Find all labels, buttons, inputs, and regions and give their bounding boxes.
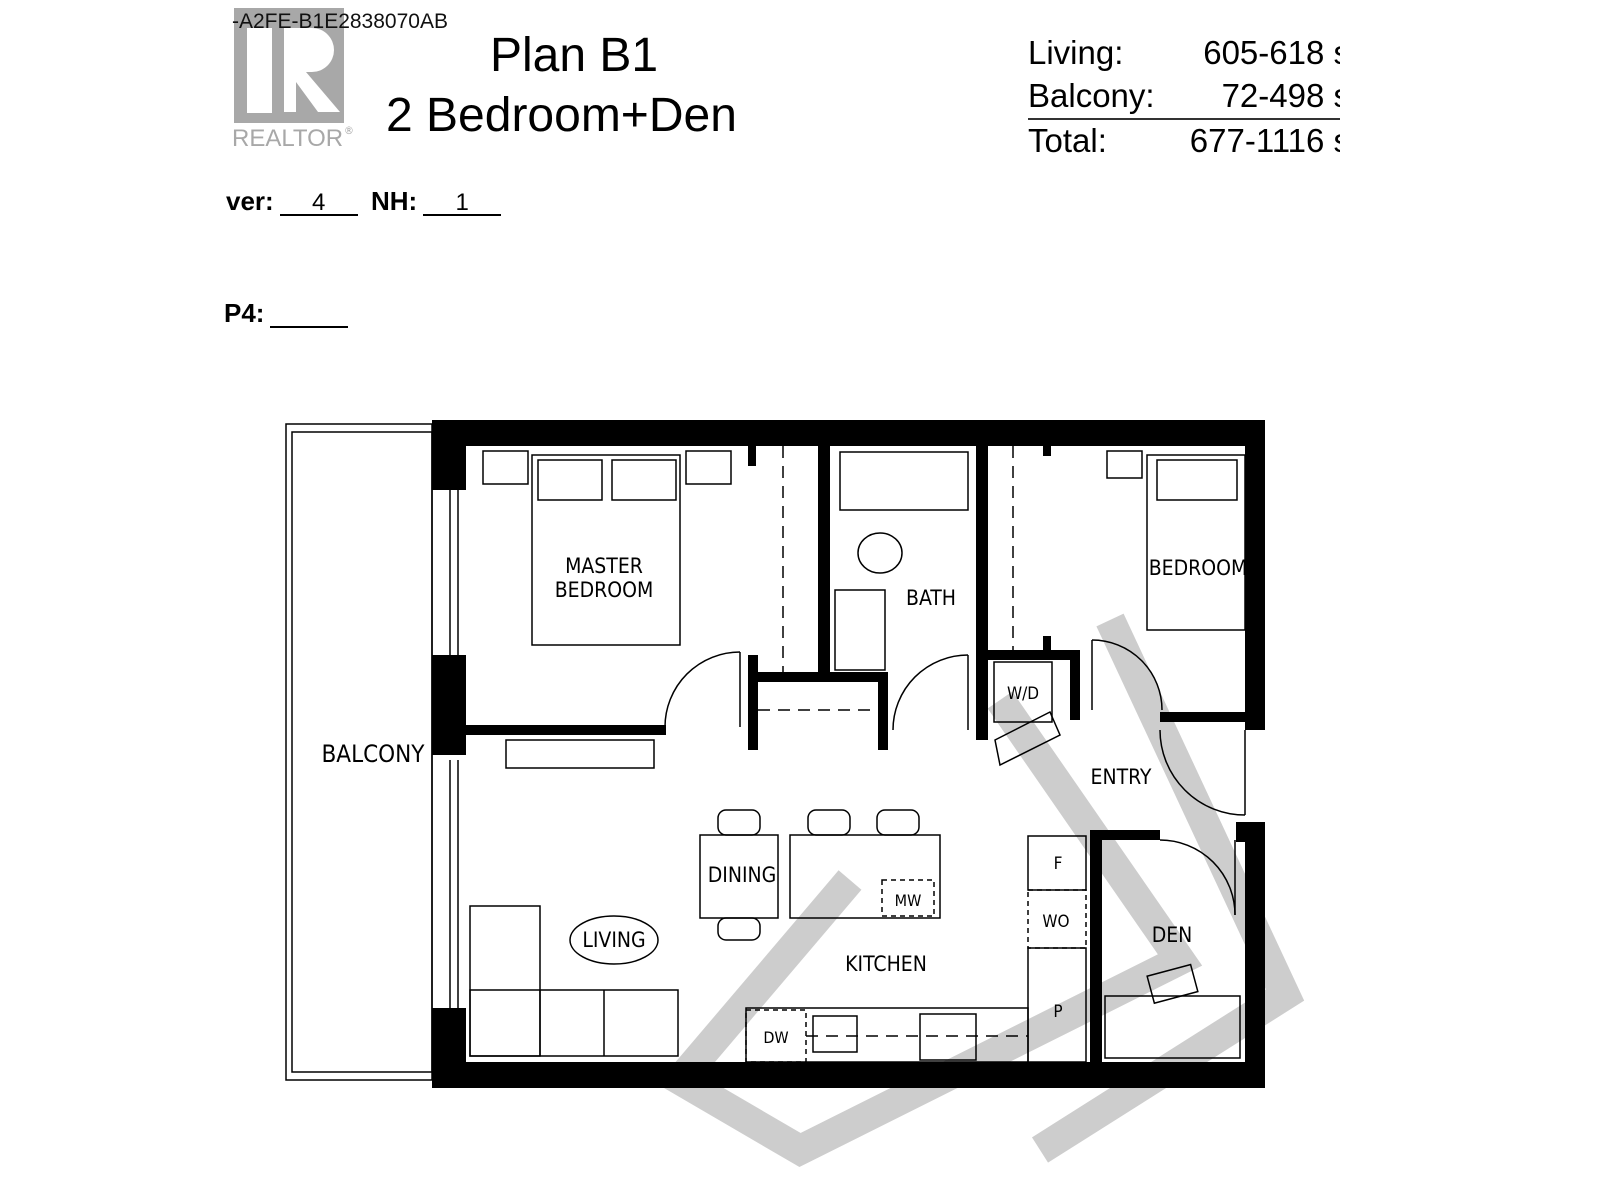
label-dining: DINING [708, 863, 777, 887]
label-fridge: F [1054, 854, 1063, 874]
label-wd: W/D [1007, 684, 1039, 704]
listing-code: -A2FE-B1E2838070AB [232, 10, 448, 33]
area-total: Total: 677-1116 s [1028, 122, 1340, 162]
plan-name: Plan B1 [490, 29, 659, 82]
nh-value: 1 [423, 191, 502, 216]
svg-text:REALTOR: REALTOR [232, 125, 343, 152]
tower-label: ver: [226, 186, 274, 216]
label-master-bedroom-2: BEDROOM [555, 578, 654, 602]
area-balcony: Balcony: 72-498 s [1028, 77, 1340, 117]
fixtures [285, 423, 1246, 1081]
label-master-bedroom: MASTER [565, 554, 643, 578]
tower-field: ver:4 NH:1 [226, 186, 507, 217]
svg-text:®: ® [344, 124, 354, 137]
area-value: 677-1116 s [1189, 122, 1340, 159]
area-label: Living: [1028, 34, 1124, 71]
room-labels: MASTER BEDROOM BATH BEDROOM W/D BALCONY … [321, 554, 1247, 1047]
label-den: DEN [1152, 923, 1193, 947]
label-living: LIVING [582, 928, 645, 952]
label-balcony: BALCONY [321, 740, 425, 768]
label-dw: DW [763, 1028, 788, 1047]
p4-field: P4: [224, 298, 354, 329]
p4-value [270, 304, 349, 328]
label-entry: ENTRY [1091, 765, 1152, 789]
area-label: Balcony: [1028, 77, 1155, 114]
p4-label: P4: [224, 298, 265, 328]
realtor-logo: REALTOR ® [232, 8, 357, 158]
label-bedroom: BEDROOM [1149, 556, 1248, 580]
area-living: Living: 605-618 s [1028, 34, 1340, 74]
label-bath: BATH [906, 586, 956, 610]
area-value: 72-498 s [1221, 77, 1340, 114]
walls [432, 420, 1265, 1088]
area-value: 605-618 s [1203, 34, 1340, 71]
label-kitchen: KITCHEN [845, 952, 927, 976]
label-pantry: P [1053, 1002, 1062, 1022]
label-wall-oven: WO [1042, 912, 1069, 932]
tower-value: 4 [279, 191, 358, 216]
nh-label: NH: [370, 186, 418, 216]
plan-type: 2 Bedroom+Den [386, 89, 737, 142]
label-mw: MW [895, 891, 922, 910]
watermark [656, 613, 1305, 1168]
area-divider [1028, 118, 1340, 120]
area-label: Total: [1028, 122, 1107, 159]
